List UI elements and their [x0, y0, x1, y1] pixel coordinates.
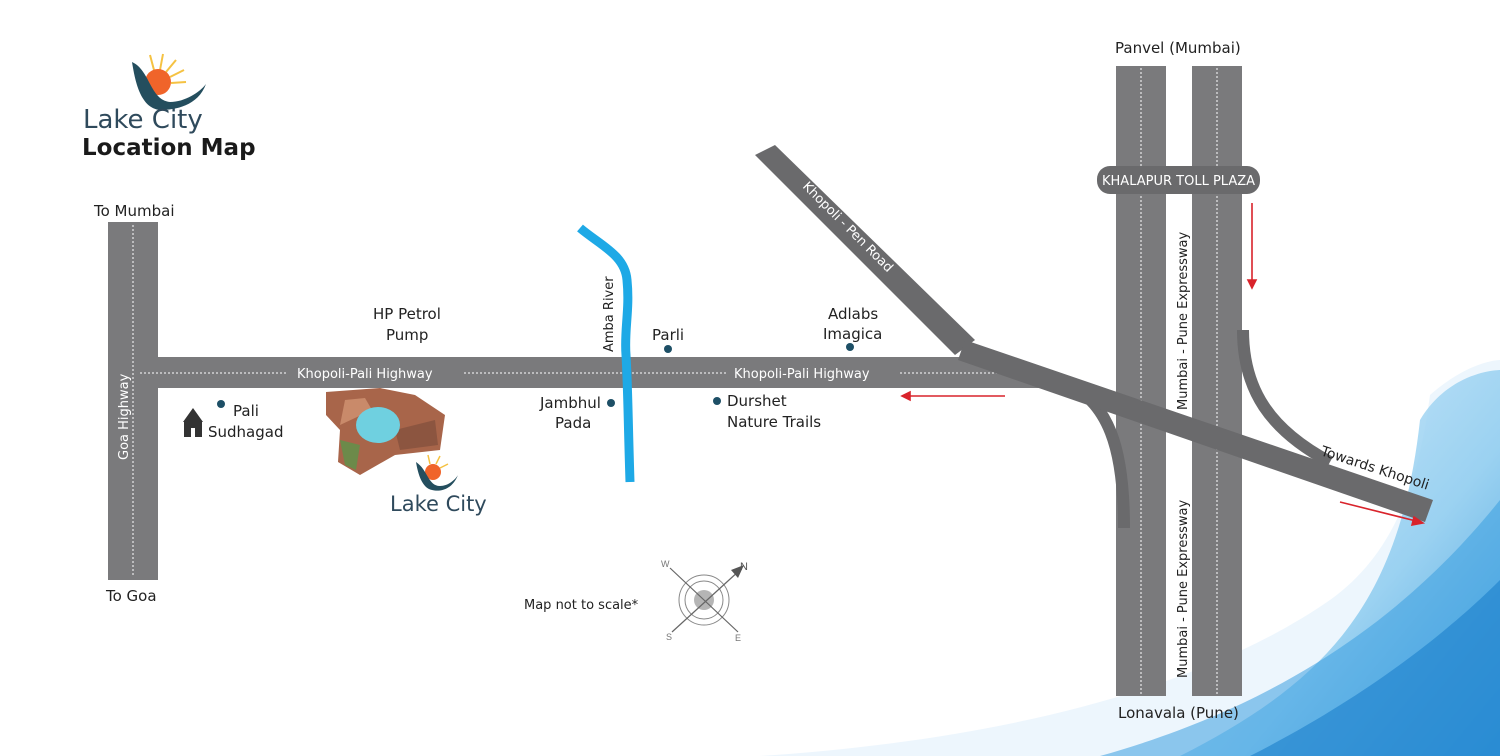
- khopoli-pen-road: [755, 145, 975, 355]
- khopoli-pali-label-right: Khopoli-Pali Highway: [734, 367, 870, 382]
- pali-label-2: Sudhagad: [208, 423, 283, 441]
- lake-city-label: Lake City: [390, 492, 487, 516]
- lonavala-label: Lonavala (Pune): [1118, 704, 1239, 722]
- jambhul-marker: [607, 399, 615, 407]
- lake-city-project-image: [326, 388, 445, 475]
- towards-khopoli-road: [958, 340, 1433, 522]
- toll-plaza-badge: [1097, 166, 1260, 194]
- lake-city-small-logo: [416, 454, 458, 491]
- compass-n: N: [740, 561, 748, 573]
- direction-arrows: [900, 203, 1426, 527]
- expressway-label-upper: Mumbai - Pune Expressway: [1176, 232, 1191, 410]
- to-mumbai-label: To Mumbai: [93, 202, 175, 220]
- durshet-label-2: Nature Trails: [727, 413, 821, 431]
- page-title: Location Map: [82, 135, 256, 161]
- scale-note: Map not to scale*: [524, 598, 639, 613]
- brand-title: Lake City: [83, 105, 203, 135]
- hp-petrol-label-2: Pump: [386, 326, 428, 344]
- durshet-marker: [713, 397, 721, 405]
- amba-river-label: Amba River: [602, 276, 617, 352]
- lake-city-logo: Lake City Location Map: [82, 53, 256, 161]
- to-goa-label: To Goa: [105, 587, 157, 605]
- adlabs-marker: [846, 343, 854, 351]
- expressway-label-lower: Mumbai - Pune Expressway: [1176, 500, 1191, 678]
- compass-icon: N W S E: [661, 559, 748, 643]
- jambhul-label-2: Pada: [555, 414, 591, 432]
- khopoli-pali-label-left: Khopoli-Pali Highway: [297, 367, 433, 382]
- compass-e: E: [735, 633, 741, 643]
- parli-label: Parli: [652, 326, 684, 344]
- compass-w: W: [661, 559, 670, 569]
- ramp-right: [1237, 329, 1333, 468]
- pali-label: Pali: [233, 402, 259, 420]
- goa-highway-label: Goa Highway: [117, 373, 132, 460]
- pali-marker: [217, 400, 225, 408]
- panvel-label: Panvel (Mumbai): [1115, 39, 1241, 57]
- amba-river: [577, 224, 635, 483]
- compass-s: S: [666, 632, 672, 642]
- decorative-wave: [760, 360, 1500, 756]
- durshet-label: Durshet: [727, 392, 787, 410]
- toll-plaza-label: KHALAPUR TOLL PLAZA: [1102, 174, 1255, 189]
- hp-petrol-label: HP Petrol: [373, 305, 441, 323]
- parli-marker: [664, 345, 672, 353]
- jambhul-label: Jambhul: [539, 394, 601, 412]
- temple-icon: [183, 408, 203, 437]
- khopoli-pen-label: Khopoli - Pen Road: [799, 179, 895, 275]
- adlabs-label-2: Imagica: [823, 325, 882, 343]
- adlabs-label: Adlabs: [828, 305, 878, 323]
